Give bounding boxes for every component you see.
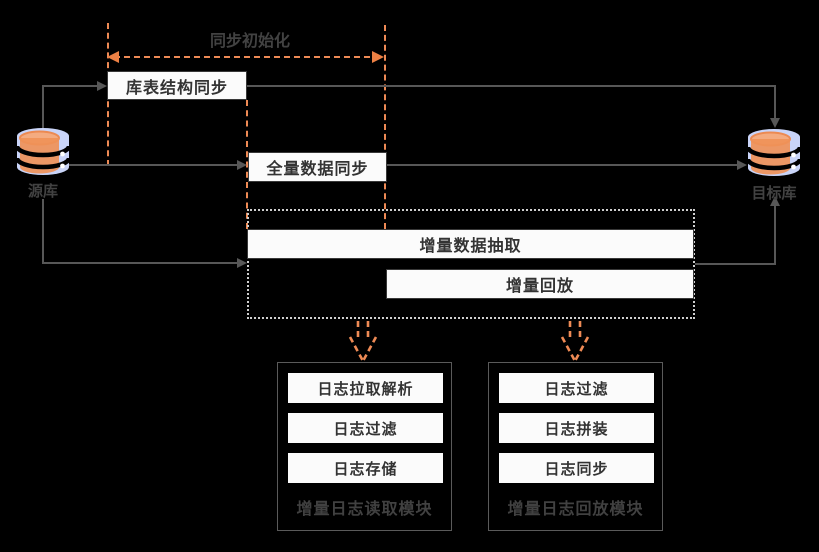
module-log-read-item: 日志存储 bbox=[288, 453, 443, 483]
box-schema-sync: 库表结构同步 bbox=[107, 71, 247, 100]
dashed-down-arrow-left-icon bbox=[348, 321, 378, 362]
module-log-read-label: 增量日志读取模块 bbox=[296, 501, 433, 518]
sync-init-label: 同步初始化 bbox=[209, 33, 290, 50]
connector-source-to-incremental bbox=[42, 262, 237, 264]
connector-source-up bbox=[42, 86, 44, 130]
connector-replay-to-target-v bbox=[774, 206, 776, 265]
full-sync-arrowhead-icon bbox=[237, 160, 247, 170]
incremental-dotted-container bbox=[247, 209, 695, 319]
source-database-icon bbox=[16, 128, 70, 175]
module-log-read-item: 日志过滤 bbox=[288, 413, 443, 443]
target-bottom-arrowhead-icon bbox=[770, 196, 780, 206]
connector-replay-to-target-h bbox=[695, 263, 776, 265]
sync-init-left-arrowhead-icon bbox=[107, 51, 119, 63]
module-log-replay-item: 日志同步 bbox=[499, 453, 654, 483]
connector-source-down bbox=[42, 199, 44, 263]
module-log-replay-label: 增量日志回放模块 bbox=[507, 501, 644, 518]
connector-source-to-schema bbox=[42, 85, 97, 87]
box-full-sync: 全量数据同步 bbox=[248, 152, 387, 182]
module-log-read: 日志拉取解析 日志过滤 日志存储 增量日志读取模块 bbox=[277, 362, 452, 531]
sync-init-right-arrowhead-icon bbox=[372, 51, 384, 63]
connector-schema-to-target-v bbox=[774, 85, 776, 118]
dashed-guide-right bbox=[384, 25, 386, 229]
target-left-arrowhead-icon bbox=[737, 160, 747, 170]
target-top-arrowhead-icon bbox=[770, 118, 780, 128]
module-log-read-item: 日志拉取解析 bbox=[288, 373, 443, 403]
connector-schema-to-target-h bbox=[247, 85, 776, 87]
connector-full-to-target bbox=[387, 164, 737, 166]
box-incremental-replay: 增量回放 bbox=[386, 269, 694, 299]
module-log-replay-item: 日志过滤 bbox=[499, 373, 654, 403]
sync-init-range-line bbox=[114, 56, 380, 58]
dashed-down-arrow-right-icon bbox=[560, 321, 590, 362]
incremental-arrowhead-icon bbox=[237, 258, 247, 268]
connector-source-to-full bbox=[64, 164, 237, 166]
source-database-label: 源库 bbox=[27, 183, 58, 200]
module-log-replay-item: 日志拼装 bbox=[499, 413, 654, 443]
target-database-label: 目标库 bbox=[751, 185, 797, 202]
module-log-replay: 日志过滤 日志拼装 日志同步 增量日志回放模块 bbox=[488, 362, 663, 531]
target-database-icon bbox=[747, 129, 801, 176]
dashed-guide-middle bbox=[246, 100, 248, 229]
schema-sync-arrowhead-icon bbox=[97, 81, 107, 91]
box-incremental-extract: 增量数据抽取 bbox=[247, 229, 694, 259]
